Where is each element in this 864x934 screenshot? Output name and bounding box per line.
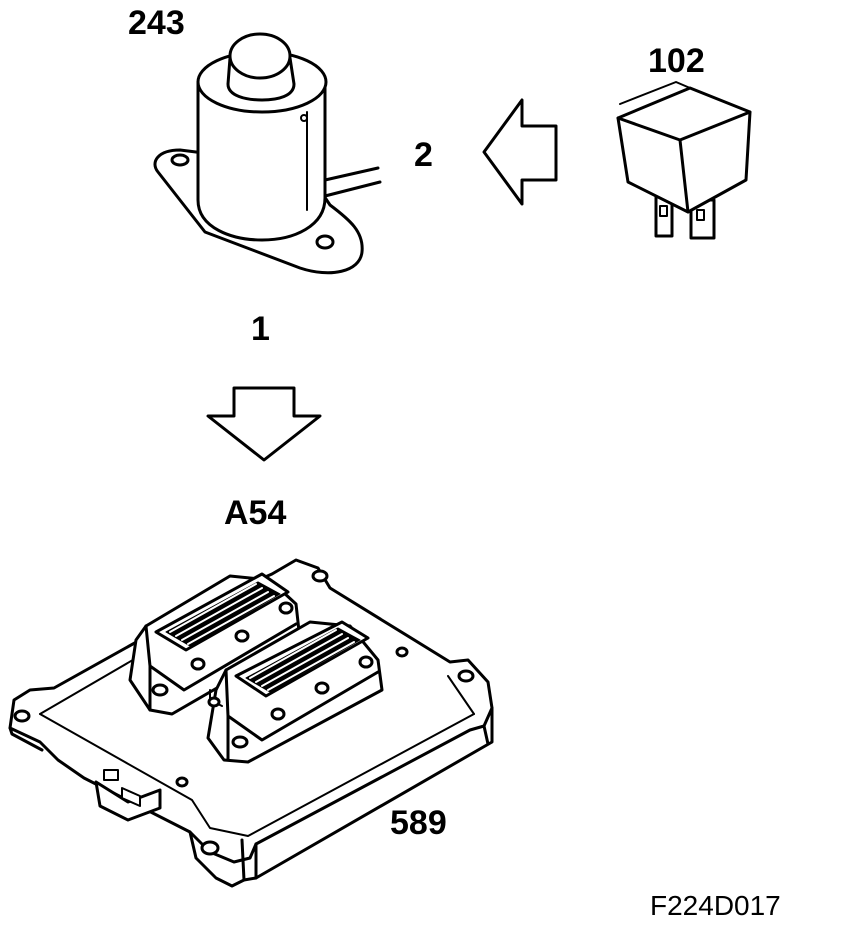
arrow-down-number: 1 <box>251 310 270 348</box>
ecu-connector-rear <box>128 572 302 716</box>
solenoid-component <box>153 32 382 275</box>
ecu-connector-front <box>206 620 384 764</box>
ecu-ref-label: A54 <box>224 494 287 532</box>
ecu-label: 589 <box>390 804 447 842</box>
relay-component <box>616 81 752 240</box>
arrow-left-number: 2 <box>414 136 433 174</box>
arrow-left <box>482 98 558 206</box>
arrow-down <box>206 386 322 462</box>
ecu-component <box>8 558 494 888</box>
solenoid-label: 243 <box>128 4 185 42</box>
relay-label: 102 <box>648 42 705 80</box>
figure-reference: F224D017 <box>650 890 781 921</box>
